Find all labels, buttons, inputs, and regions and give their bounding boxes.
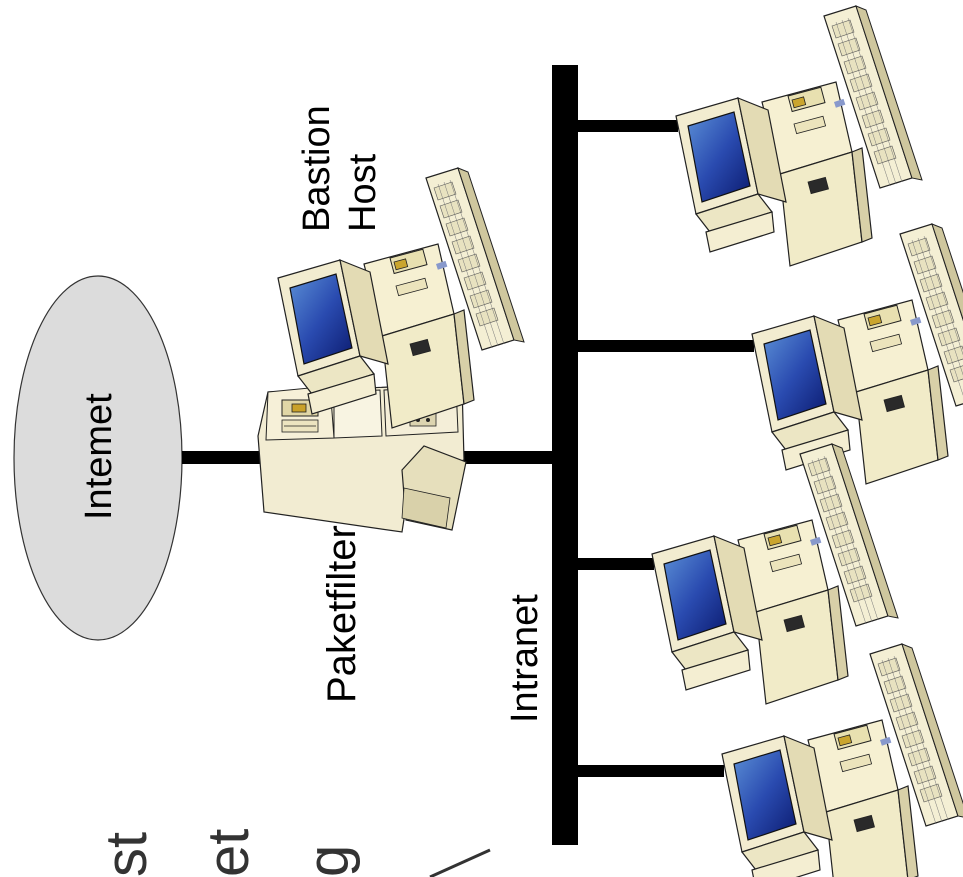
workstation-3 [651, 443, 899, 705]
filter-link [460, 451, 555, 464]
paketfilter-label: Paketfilter [320, 525, 364, 703]
bastion-label-line2: Host [342, 153, 384, 232]
branch-3 [578, 558, 654, 570]
intranet-bus [552, 65, 578, 845]
workstation-2 [751, 223, 963, 485]
branch-1 [578, 120, 678, 132]
branch-2 [578, 340, 754, 352]
cut-text-1: st [94, 831, 159, 877]
intranet-label: Intranet [504, 594, 546, 723]
branch-4 [578, 765, 724, 777]
cut-text-2: et [196, 828, 261, 877]
bastion-label-line1: Bastion [296, 105, 338, 232]
workstation-4 [721, 643, 963, 877]
cut-text-3: g [296, 844, 361, 877]
internet-link [182, 451, 262, 464]
internet-label: Intemet [78, 393, 120, 520]
workstation-1 [675, 5, 923, 267]
cut-slash [429, 848, 491, 877]
